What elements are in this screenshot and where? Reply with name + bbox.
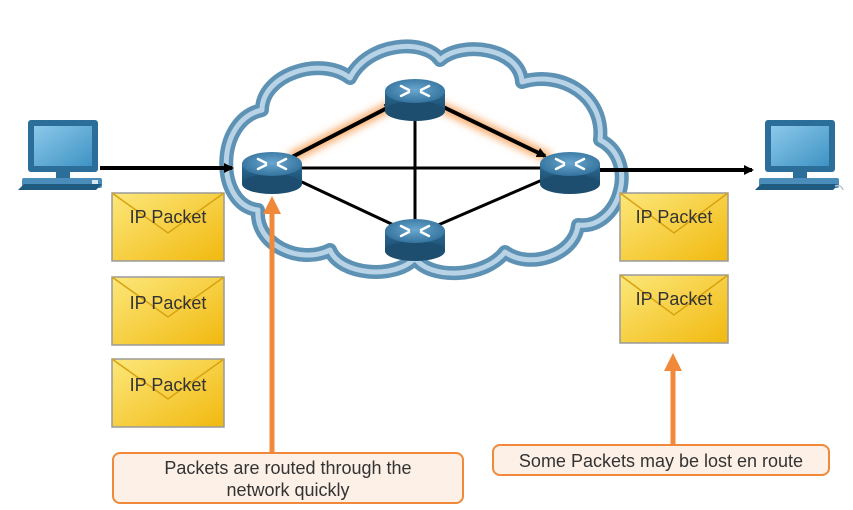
- router-icon: [540, 152, 600, 194]
- callout-line: Packets are routed through the: [164, 458, 412, 478]
- callout-line: network quickly: [226, 480, 350, 500]
- cloud-icon: [219, 39, 629, 281]
- router-icon: [385, 219, 445, 261]
- packet-envelope: IP Packet: [111, 276, 225, 346]
- route-arrow-1: [289, 103, 395, 160]
- computer-icon: [18, 120, 102, 190]
- computer-icon: [755, 120, 844, 191]
- packet-route: [100, 99, 754, 175]
- route-arrow-2: [436, 102, 547, 158]
- packet-envelope: IP Packet: [619, 192, 729, 262]
- callout-packets-lost: Some Packets may be lost en route: [492, 444, 830, 476]
- packet-label: IP Packet: [636, 289, 713, 309]
- packet-label: IP Packet: [130, 207, 207, 227]
- packet-envelope: IP Packet: [111, 192, 225, 262]
- packet-label: IP Packet: [130, 375, 207, 395]
- packet-label: IP Packet: [636, 207, 713, 227]
- router-icon: [242, 152, 302, 194]
- packet-envelope: IP Packet: [619, 274, 729, 344]
- packet-label: IP Packet: [130, 293, 207, 313]
- packet-envelope: IP Packet: [111, 358, 225, 428]
- router-icon: [385, 79, 445, 121]
- callout-routed-quickly: Packets are routed through the network q…: [112, 452, 464, 504]
